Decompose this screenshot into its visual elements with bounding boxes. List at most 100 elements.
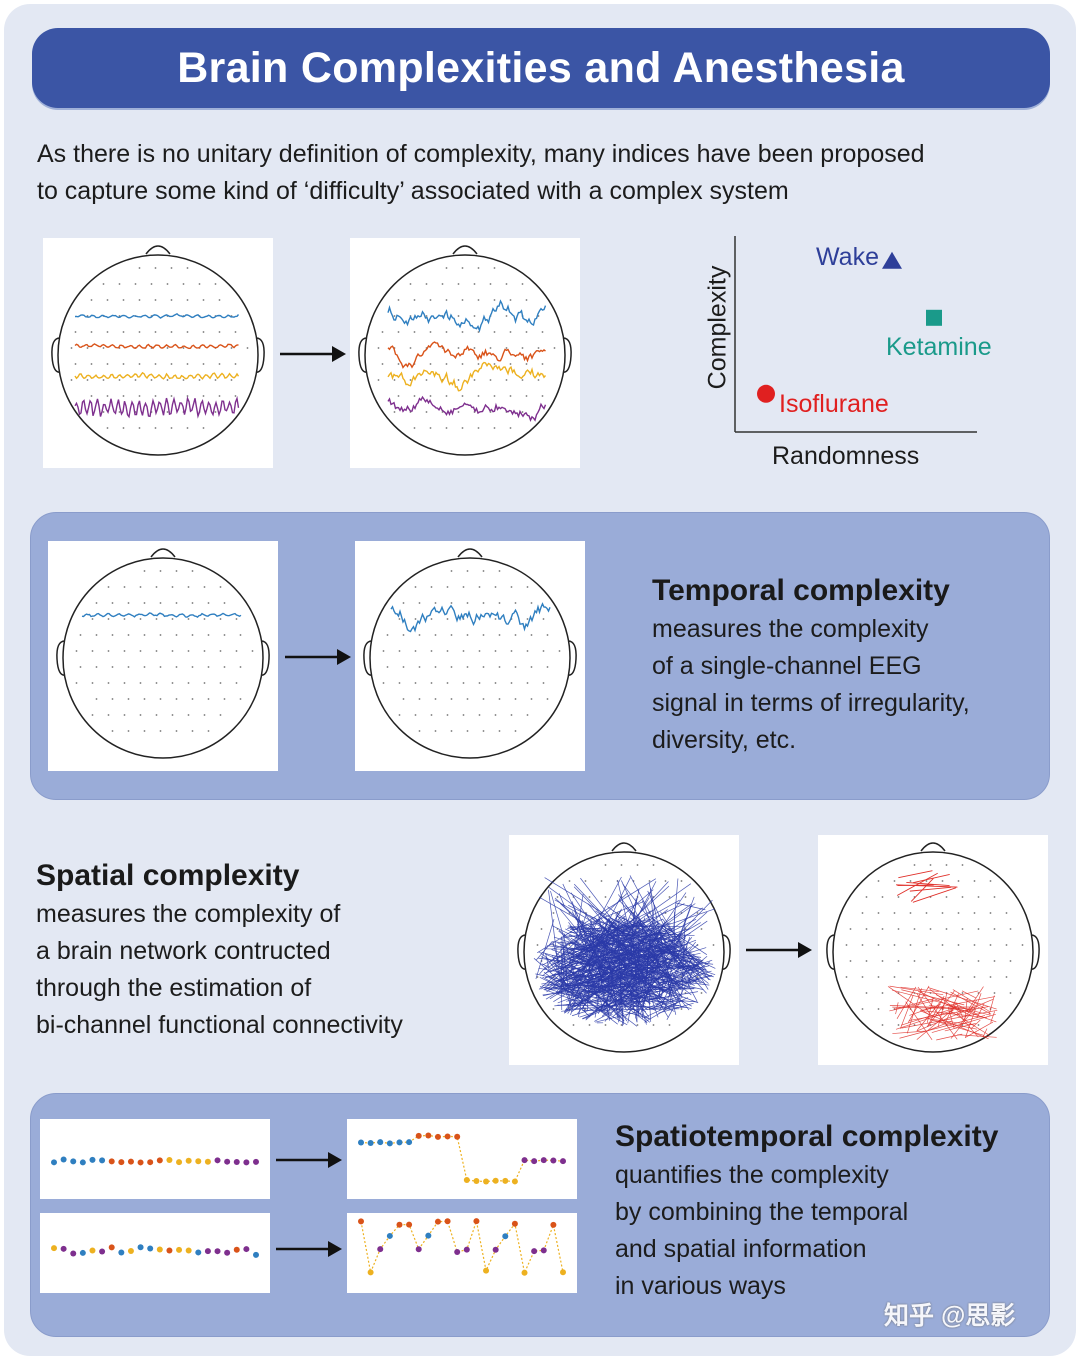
state-dot <box>473 1178 480 1185</box>
intro-text: As there is no unitary definition of com… <box>37 136 1047 210</box>
head-network-sparse <box>818 835 1048 1065</box>
electrode-dots <box>382 570 561 732</box>
state-dot <box>425 1232 432 1239</box>
state-dot <box>386 1232 393 1239</box>
spatial-line: a brain network contructed <box>36 937 331 965</box>
eeg-trace-orange <box>387 341 546 369</box>
spatiotemporal-line: in various ways <box>615 1272 786 1300</box>
state-dot <box>521 1269 528 1276</box>
state-dot <box>367 1139 374 1146</box>
state-dot <box>253 1251 259 1258</box>
state-dot <box>214 1248 221 1255</box>
head-outline <box>826 842 1040 1053</box>
state-dot <box>233 1158 240 1165</box>
head-single-channel-low <box>48 541 278 771</box>
head-outline <box>363 548 577 759</box>
sequence-plot-step <box>358 1132 566 1185</box>
state-dot <box>108 1244 115 1251</box>
connectivity-network-frontal <box>895 870 958 903</box>
state-dot <box>108 1158 115 1165</box>
complexity-randomness-plot <box>734 236 977 433</box>
state-dot <box>243 1246 250 1253</box>
state-dot <box>560 1158 566 1165</box>
temporal-line: of a single-channel EEG <box>652 652 922 680</box>
spatial-description: measures the complexity of a brain netwo… <box>36 896 403 1044</box>
state-dot <box>377 1139 384 1146</box>
state-dot <box>118 1159 125 1166</box>
state-dot <box>511 1220 518 1227</box>
state-dot <box>531 1248 538 1255</box>
state-dot <box>444 1218 451 1225</box>
spatiotemporal-line: and spatial information <box>615 1235 867 1263</box>
eeg-trace-blue <box>81 612 242 618</box>
state-dot <box>224 1249 231 1256</box>
state-dot <box>99 1248 106 1255</box>
state-dot <box>396 1139 403 1146</box>
state-dot <box>434 1133 441 1140</box>
spatiotemporal-line: quantifies the complexity <box>615 1161 889 1189</box>
head-outline <box>51 245 265 456</box>
x-axis-label: Randomness <box>772 442 920 470</box>
state-dot <box>127 1158 134 1165</box>
title-banner: Brain Complexities and Anesthesia <box>32 28 1050 108</box>
state-dot <box>176 1159 183 1166</box>
marker-ketamine <box>926 309 942 326</box>
state-dot <box>224 1158 231 1165</box>
spatiotemporal-heading: Spatiotemporal complexity <box>615 1120 999 1153</box>
eeg-trace-purple <box>74 395 240 419</box>
temporal-line: diversity, etc. <box>652 726 797 754</box>
head-outline <box>56 548 270 759</box>
connectivity-network-posterior <box>887 985 998 1041</box>
state-dot <box>425 1132 432 1139</box>
state-dot <box>147 1159 154 1166</box>
state-dot <box>156 1157 163 1164</box>
state-dot <box>502 1233 509 1240</box>
state-dot <box>463 1177 470 1184</box>
spatial-line: measures the complexity of <box>36 900 341 928</box>
marker-wake <box>882 251 902 269</box>
state-dot <box>454 1249 461 1256</box>
state-dot <box>156 1246 163 1253</box>
sequence-plot-regular <box>51 1156 259 1166</box>
arrow-right-icon <box>746 942 812 958</box>
state-dot <box>386 1140 393 1147</box>
eeg-trace-orange <box>74 343 239 350</box>
state-dot <box>60 1245 67 1252</box>
state-dot <box>204 1248 211 1255</box>
state-dot <box>70 1158 77 1165</box>
head-multichannel-high-complexity <box>350 238 580 468</box>
state-dot <box>253 1158 259 1165</box>
temporal-line: signal in terms of irregularity, <box>652 689 970 717</box>
state-dot <box>166 1157 173 1164</box>
spatial-line: through the estimation of <box>36 974 312 1002</box>
state-dot <box>70 1250 77 1257</box>
state-dot <box>118 1249 125 1256</box>
eeg-trace-yellow <box>387 361 547 392</box>
head-multichannel-low-complexity <box>43 238 273 468</box>
head-outline <box>517 842 731 1053</box>
marker-isoflurane <box>757 384 775 403</box>
head-network-dense <box>509 835 739 1065</box>
state-dot <box>185 1157 192 1164</box>
state-dot <box>358 1139 364 1146</box>
state-dot <box>99 1157 106 1164</box>
state-dot <box>521 1157 528 1164</box>
head-outline <box>358 245 572 456</box>
state-dot <box>463 1246 470 1253</box>
eeg-trace-blue <box>390 602 551 633</box>
state-dot <box>137 1159 144 1166</box>
state-dot <box>204 1158 211 1165</box>
figure-title: Brain Complexities and Anesthesia <box>177 43 905 92</box>
state-dot <box>511 1178 518 1185</box>
state-dot <box>377 1246 384 1253</box>
arrow-right-icon <box>276 1152 342 1168</box>
electrode-dots <box>75 570 254 732</box>
state-sequence-mixed <box>40 1213 270 1293</box>
arrow-right-icon <box>276 1241 342 1257</box>
state-dot <box>415 1246 422 1253</box>
label-isoflurane: Isoflurane <box>779 390 889 418</box>
sequence-plot-mixed <box>51 1244 259 1258</box>
state-dot <box>243 1159 250 1166</box>
state-dot <box>540 1247 547 1254</box>
spatial-heading: Spatial complexity <box>36 859 300 892</box>
